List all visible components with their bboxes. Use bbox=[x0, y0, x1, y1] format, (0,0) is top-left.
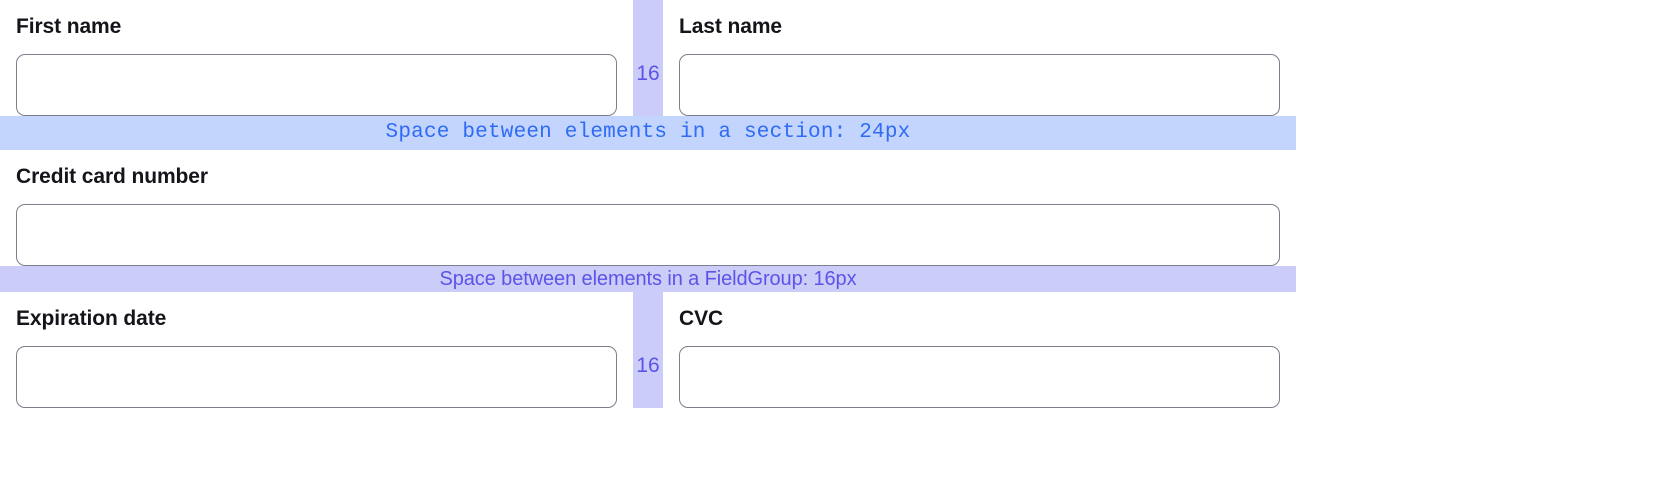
gap-measure-label: 16 bbox=[636, 62, 660, 85]
field-cvc: CVC bbox=[663, 292, 1296, 408]
input-expiration-date[interactable] bbox=[16, 346, 617, 408]
field-credit-card-number: Credit card number bbox=[0, 150, 1296, 266]
gap-strip-expiry-row: 16 bbox=[633, 292, 663, 408]
form-row-credit-card: Credit card number bbox=[0, 150, 1296, 266]
field-first-name: First name bbox=[0, 0, 633, 116]
input-last-name[interactable] bbox=[679, 54, 1280, 116]
annotation-band-fieldgroup: Space between elements in a FieldGroup: … bbox=[0, 266, 1296, 292]
form-row-expiry-cvc: Expiration date 16 CVC bbox=[0, 292, 1296, 408]
input-credit-card-number[interactable] bbox=[16, 204, 1280, 266]
label-credit-card-number: Credit card number bbox=[16, 165, 208, 188]
field-last-name: Last name bbox=[663, 0, 1296, 116]
label-expiration-date: Expiration date bbox=[16, 307, 167, 330]
gap-measure-label: 16 bbox=[636, 354, 660, 377]
form-content: First name 16 Last name Space between el… bbox=[0, 0, 1296, 408]
annotation-band-fieldgroup-label: Space between elements in a FieldGroup: … bbox=[439, 268, 857, 290]
label-last-name: Last name bbox=[679, 15, 782, 38]
gap-strip-name-row: 16 bbox=[633, 0, 663, 116]
label-first-name: First name bbox=[16, 15, 122, 38]
input-cvc[interactable] bbox=[679, 346, 1280, 408]
form-row-name: First name 16 Last name bbox=[0, 0, 1296, 116]
field-expiration-date: Expiration date bbox=[0, 292, 633, 408]
annotation-band-section-label: Space between elements in a section: 24p… bbox=[385, 121, 911, 144]
annotation-band-section: Space between elements in a section: 24p… bbox=[0, 116, 1296, 150]
input-first-name[interactable] bbox=[16, 54, 617, 116]
label-cvc: CVC bbox=[679, 307, 724, 330]
